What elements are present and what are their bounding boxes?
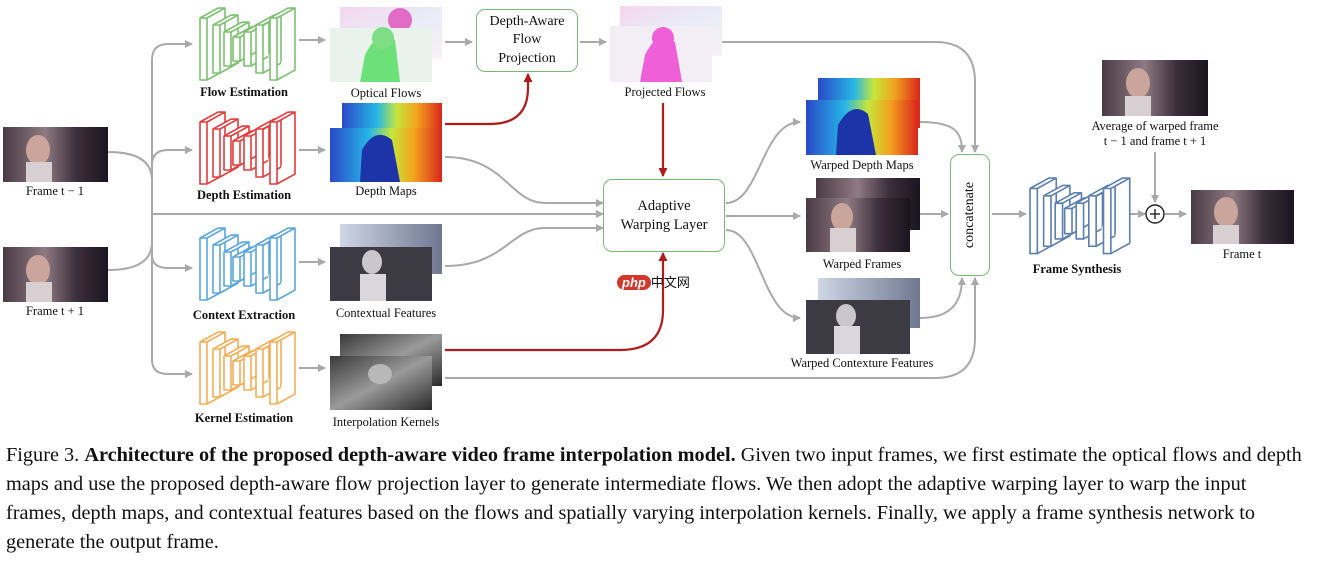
adaptive-warping-layer-box: Adaptive Warping Layer <box>603 179 725 252</box>
connector-next <box>107 241 153 271</box>
caption-title: Architecture of the proposed depth-aware… <box>84 444 736 466</box>
kernel-estimation-network-icon <box>199 331 296 405</box>
frame-prev-label: Frame t − 1 <box>25 184 85 198</box>
warped-depth-maps-label: Warped Depth Maps <box>810 158 914 172</box>
interpolation-kernels-image <box>330 334 442 410</box>
contextual-features-image <box>330 224 442 301</box>
frame-synthesis-label: Frame Synthesis <box>1032 262 1122 276</box>
warping-label: Adaptive Warping Layer <box>620 197 708 233</box>
concatenate-label: concatenate <box>961 181 977 249</box>
contextual-features-label: Contextual Features <box>335 306 437 320</box>
interpolation-kernels-label: Interpolation Kernels <box>332 415 440 429</box>
architecture-diagram <box>3 6 1294 410</box>
red-arrows <box>445 73 668 352</box>
frame-next-label: Frame t + 1 <box>25 304 85 318</box>
input-frame-prev-image <box>3 127 108 182</box>
average-warped-frame-image <box>1102 60 1208 116</box>
network-layer <box>223 241 250 287</box>
figure-caption: Figure 3. Architecture of the proposed d… <box>6 441 1306 557</box>
projected-flows-label: Projected Flows <box>624 85 706 99</box>
warped-contexture-features-image <box>806 278 920 354</box>
projection-label: Depth-Aware Flow Projection <box>489 14 565 66</box>
warped-frames-label: Warped Frames <box>822 257 902 271</box>
caption-figure-number: Figure 3. <box>6 444 80 466</box>
watermark-text: 中文网 <box>650 275 690 290</box>
context-extraction-network-icon <box>199 227 296 301</box>
kernel-estimation-label: Kernel Estimation <box>194 411 294 425</box>
output-frame-image <box>1191 190 1294 244</box>
average-label-line2: t − 1 and frame t + 1 <box>1103 134 1207 148</box>
caption-body: Given two input frames, we first estimat… <box>6 444 1302 553</box>
depth-maps-label: Depth Maps <box>355 184 417 198</box>
warped-contexture-features-label: Warped Contexture Features <box>790 356 934 370</box>
warped-depth-maps-image <box>806 78 920 155</box>
network-layer <box>269 227 296 301</box>
kernels-to-warping-arrow <box>445 252 668 352</box>
flow-estimation-network-icon <box>199 7 296 81</box>
concatenate-box: concatenate <box>950 154 990 276</box>
depth-aware-flow-projection-box: Depth-Aware Flow Projection <box>476 9 578 72</box>
flow-estimation-label: Flow Estimation <box>200 85 288 99</box>
network-layer <box>1102 177 1131 255</box>
gray-arrows <box>107 36 1187 379</box>
depth-to-projection-arrow <box>445 73 533 126</box>
network-layer <box>269 111 296 185</box>
connector-prev <box>107 151 153 181</box>
warped-frames-image <box>806 178 920 252</box>
depth-estimation-label: Depth Estimation <box>196 188 292 202</box>
average-label-line1: Average of warped frame <box>1091 119 1219 133</box>
optical-flows-label: Optical Flows <box>350 86 422 100</box>
projected-flows-image <box>610 6 722 82</box>
network-layer <box>269 7 296 81</box>
watermark-pill: php <box>617 275 651 290</box>
optical-flows-image <box>330 7 442 82</box>
output-frame-label: Frame t <box>1222 247 1262 261</box>
sum-operator-icon <box>1145 204 1165 224</box>
depth-estimation-network-icon <box>199 111 296 185</box>
depth-maps-image <box>330 103 442 182</box>
frame-synthesis-network-icon <box>1029 177 1131 255</box>
network-layer <box>269 331 296 405</box>
context-extraction-label: Context Extraction <box>192 308 296 322</box>
input-frame-next-image <box>3 247 108 302</box>
